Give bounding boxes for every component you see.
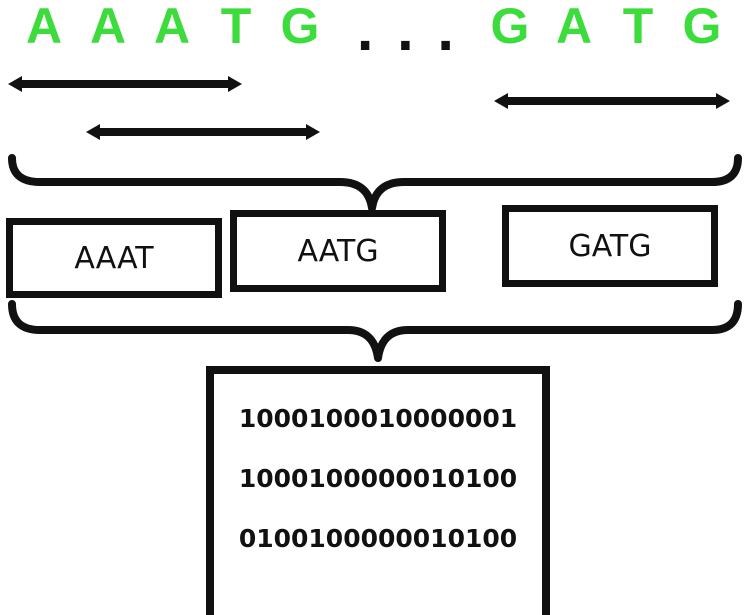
nucleotide: G [682,0,722,54]
kmer-label: AAAT [74,240,154,276]
top-brace [8,154,742,212]
kmer-box: AAAT [6,218,222,298]
kmer-label: AATG [297,233,379,269]
kmer-box: GATG [502,205,718,287]
kmer-window-arrow-3 [494,93,730,109]
bottom-brace [8,300,742,362]
nucleotide: G [490,0,530,54]
nucleotide: A [25,0,63,54]
nucleotide: G [280,0,320,54]
nucleotide: A [89,0,127,54]
kmer-box: AATG [230,210,446,292]
kmer-window-arrow-2 [86,124,320,140]
sequence-right: G A T G [478,0,734,54]
kmer-window-arrow-1 [8,76,242,92]
nucleotide: A [555,0,593,54]
binary-encoding-box: 1000100010000001 1000100000010100 010010… [206,366,550,615]
sequence-ellipsis: ... [356,6,477,62]
nucleotide: T [622,0,654,54]
nucleotide: A [153,0,191,54]
binary-encoding: 1000100000010100 [238,464,518,493]
sequence-left: A A A T G [12,0,332,54]
kmer-label: GATG [568,228,652,264]
binary-encoding: 0100100000010100 [238,524,518,553]
nucleotide: T [220,0,252,54]
binary-encoding: 1000100010000001 [238,404,518,433]
